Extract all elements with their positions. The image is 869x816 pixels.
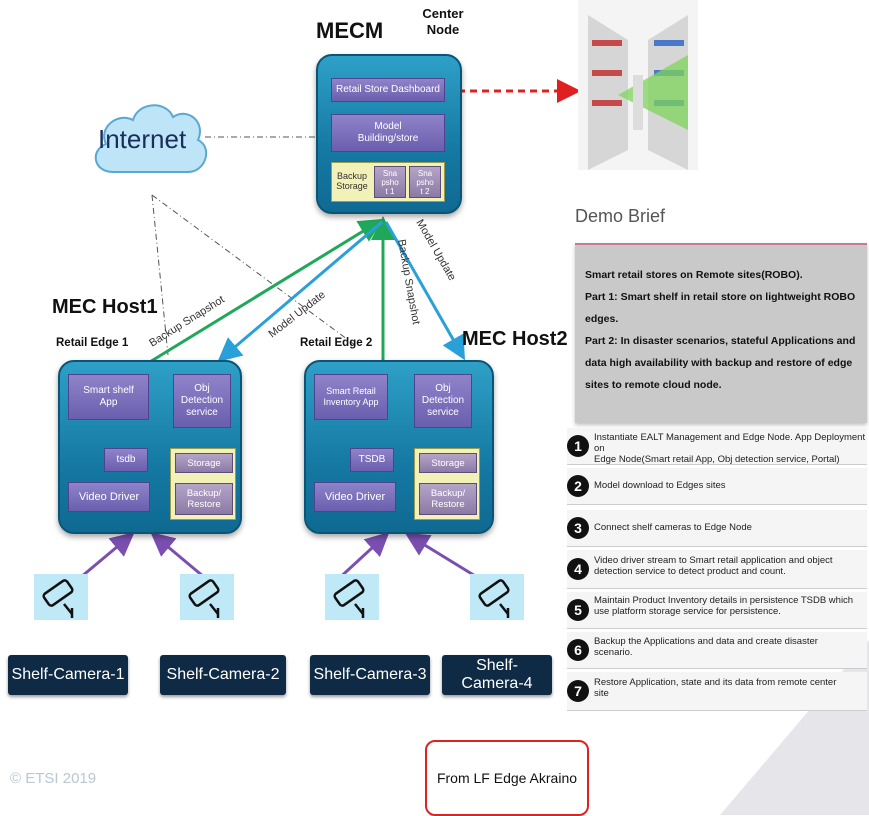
host2-video-driver: Video Driver <box>314 482 396 512</box>
model-update-label-1: Model Update <box>266 289 327 341</box>
step-text: Connect shelf cameras to Edge Node <box>594 522 752 533</box>
etsi-copyright: © ETSI 2019 <box>10 770 97 787</box>
brief-step-3: 3 Connect shelf cameras to Edge Node <box>567 510 867 547</box>
host2-smart-retail-inventory-app: Smart Retail Inventory App <box>314 374 388 420</box>
mec-host1-node: Smart shelf App Obj Detection service ts… <box>58 360 242 534</box>
step-number-badge: 6 <box>567 639 589 661</box>
source-credit-text: From LF Edge Akraino <box>436 770 578 786</box>
brief-step-5: 5 Maintain Product Inventory details in … <box>567 592 867 629</box>
brief-step-4: 4 Video driver stream to Smart retail ap… <box>567 550 867 589</box>
center-node-label: Center Node <box>422 6 464 37</box>
brief-summary-line: edges. <box>585 313 619 325</box>
shelf-camera-3: Shelf-Camera-3 <box>310 655 430 695</box>
brief-summary-line: Smart retail stores on Remote sites(ROBO… <box>585 269 803 281</box>
snapshot-1-box: Sna psho t 1 <box>374 166 406 198</box>
brief-summary-line: sites to remote cloud node. <box>585 379 722 391</box>
brief-step-2: 2 Model download to Edges sites <box>567 468 867 505</box>
model-building-box: Model Building/store <box>331 114 445 152</box>
model-update-label-2: Model Update <box>413 218 458 283</box>
host1-tsdb-box: tsdb <box>104 448 148 472</box>
internet-label: Internet <box>98 124 187 154</box>
demo-brief-summary: Smart retail stores on Remote sites(ROBO… <box>575 243 867 423</box>
retail-store-image <box>578 0 698 170</box>
host1-smart-shelf-app: Smart shelf App <box>68 374 149 420</box>
step-number-badge: 1 <box>567 435 589 457</box>
cctv-camera-icon <box>180 574 234 620</box>
mec-host1-title: MEC Host1 <box>52 296 158 318</box>
step-number-badge: 7 <box>567 680 589 702</box>
step-text: Maintain Product Inventory details in pe… <box>594 595 854 617</box>
mecm-title: MECM <box>316 18 384 43</box>
internet-to-host1-line <box>151 194 169 356</box>
step-text: Restore Application, state and its data … <box>594 677 837 699</box>
model-update-arrow-1 <box>217 220 383 362</box>
brief-step-6: 6 Backup the Applications and data and c… <box>567 632 867 669</box>
host1-obj-detection-service: Obj Detection service <box>173 374 231 428</box>
host2-storage-box: Storage <box>419 453 477 473</box>
host1-storage-box: Storage <box>175 453 233 473</box>
host2-backup-restore-box: Backup/ Restore <box>419 483 477 515</box>
brief-summary-line: Part 1: Smart shelf in retail store on l… <box>585 291 856 303</box>
step-text: Backup the Applications and data and cre… <box>594 636 818 658</box>
step-number-badge: 4 <box>567 558 589 580</box>
step-number-badge: 5 <box>567 599 589 621</box>
shelf-camera-4: Shelf- Camera-4 <box>442 655 552 695</box>
snapshot-2-box: Sna psho t 2 <box>409 166 441 198</box>
mec-host2-node: Smart Retail Inventory App Obj Detection… <box>304 360 494 534</box>
host2-tsdb-box: TSDB <box>350 448 394 472</box>
retail-edge-1-label: Retail Edge 1 <box>56 337 129 349</box>
backup-snapshot-arrow-1 <box>139 218 384 370</box>
source-credit-box: From LF Edge Akraino <box>425 740 589 816</box>
brief-step-1: 1 Instantiate EALT Management and Edge N… <box>567 428 867 465</box>
mecm-node: Retail Store Dashboard Model Building/st… <box>316 54 462 214</box>
cctv-camera-icon <box>34 574 88 620</box>
host1-storage-group: Storage Backup/ Restore <box>170 448 236 520</box>
step-text: Video driver stream to Smart retail appl… <box>594 555 833 577</box>
host2-storage-group: Storage Backup/ Restore <box>414 448 480 520</box>
step-text: Instantiate EALT Management and Edge Nod… <box>594 432 866 465</box>
host1-video-driver: Video Driver <box>68 482 150 512</box>
brief-step-7: 7 Restore Application, state and its dat… <box>567 672 867 711</box>
internet-cloud-icon <box>94 104 208 173</box>
brief-summary-line: Part 2: In disaster scenarios, stateful … <box>585 335 856 347</box>
step-text: Model download to Edges sites <box>594 480 726 491</box>
internet-to-host2-line <box>151 194 356 346</box>
shelf-camera-2: Shelf-Camera-2 <box>160 655 286 695</box>
brief-summary-line: data high availability with backup and r… <box>585 357 853 369</box>
cctv-camera-icon <box>470 574 524 620</box>
mec-host2-title: MEC Host2 <box>462 328 568 350</box>
retail-store-dashboard-box: Retail Store Dashboard <box>331 78 445 102</box>
shelf-camera-1: Shelf-Camera-1 <box>8 655 128 695</box>
host1-backup-restore-box: Backup/ Restore <box>175 483 233 515</box>
cctv-camera-icon <box>325 574 379 620</box>
backup-snapshot-label-2: Backup Snapshot <box>395 238 422 325</box>
backup-storage-box: Backup Storage Sna psho t 1 Sna psho t 2 <box>331 162 445 202</box>
retail-edge-2-label: Retail Edge 2 <box>300 337 373 349</box>
host2-obj-detection-service: Obj Detection service <box>414 374 472 428</box>
model-update-arrow-2 <box>384 221 465 361</box>
backup-storage-label: Backup Storage <box>336 171 368 191</box>
step-number-badge: 2 <box>567 475 589 497</box>
demo-brief-title: Demo Brief <box>575 206 666 226</box>
step-number-badge: 3 <box>567 517 589 539</box>
